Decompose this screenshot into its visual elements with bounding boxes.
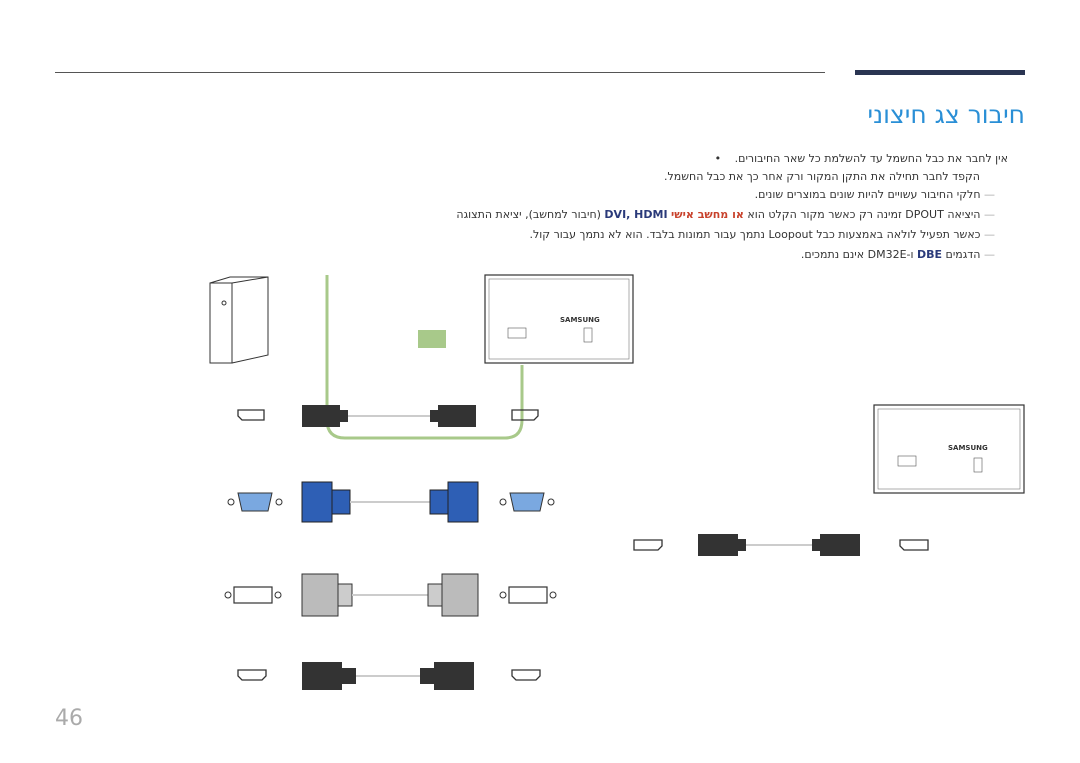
- bullet-text-1: אין לחבר את כבל החשמל עד להשלמת כל שאר ה…: [734, 152, 1008, 165]
- hdmi-port-icon: [237, 669, 267, 681]
- vga-plug-icon: [301, 481, 333, 523]
- vga-port-icon: [237, 492, 273, 512]
- displayport-row: [237, 405, 539, 427]
- note-2-text-a: היציאה DPOUT זמינה רק כאשר מקור הקלט הוא: [747, 208, 981, 221]
- note-2-text-b: או מחשב אישי: [671, 208, 744, 221]
- note-dash: —: [984, 248, 995, 261]
- header-accent-bar: [855, 70, 1025, 75]
- displayport-plug-icon: [820, 534, 860, 556]
- dvi-plug-icon: [441, 573, 479, 617]
- displayport-port-icon: [899, 539, 929, 551]
- displayport-port-icon: [511, 409, 539, 421]
- page-number: 46: [55, 706, 83, 731]
- note-4-text-c: ו-DM32E אינם נתמכים.: [800, 248, 914, 261]
- note-2: — היציאה DPOUT זמינה רק כאשר מקור הקלט ה…: [456, 208, 995, 221]
- monitor-back-icon: SAMSUNG: [484, 274, 634, 364]
- vga-row: [227, 481, 555, 523]
- bullet-dot: •: [714, 152, 722, 165]
- vga-plug-icon: [447, 481, 479, 523]
- displayport-plug-icon: [698, 534, 738, 556]
- hdmi-plug-icon: [434, 662, 474, 690]
- note-dash: —: [984, 208, 995, 221]
- monitor-brand-2: SAMSUNG: [948, 444, 988, 452]
- note-4-text-b: DBE: [917, 248, 943, 261]
- note-dash: —: [984, 228, 995, 241]
- hdmi-port-icon: [511, 669, 541, 681]
- bullet-text-2: הקפד לחבר תחילה את התקן המקור ורק אחר כך…: [664, 170, 980, 183]
- monitor-back-icon-2: SAMSUNG: [873, 404, 1025, 494]
- note-dash: —: [984, 188, 995, 201]
- displayport-port-icon: [633, 539, 663, 551]
- dvi-port-icon: [508, 586, 548, 604]
- note-4: — הדגמים DBE ו-DM32E אינם נתמכים.: [801, 248, 995, 261]
- displayport-loopout-row: [633, 534, 929, 556]
- vga-port-icon: [509, 492, 545, 512]
- bullet-item: אין לחבר את כבל החשמל עד להשלמת כל שאר ה…: [715, 152, 1008, 165]
- note-1-text: חלקי החיבור עשויים להיות שונים במוצרים ש…: [754, 188, 981, 201]
- monitor-brand-1: SAMSUNG: [560, 316, 600, 324]
- green-cable: [325, 275, 524, 440]
- note-3: — כאשר תפעיל לולאה באמצעות כבל Loopout נ…: [530, 228, 995, 241]
- displayport-port-icon: [237, 409, 265, 421]
- dvi-port-icon: [233, 586, 273, 604]
- note-4-text-a: הדגמים: [945, 248, 981, 261]
- displayport-plug-icon: [302, 405, 340, 427]
- hdmi-row: [237, 662, 541, 690]
- header-divider: [55, 72, 825, 73]
- note-2-text-d: (חיבור למחשב), יציאת התצוגה: [456, 208, 601, 221]
- note-2-text-c: DVI, HDMI: [604, 208, 668, 221]
- dvi-row: [224, 573, 557, 617]
- page-title: חיבור צג חיצוני: [867, 100, 1026, 129]
- green-connector-block: [418, 330, 446, 348]
- pc-tower-icon: [209, 276, 269, 364]
- note-3-text-b: Loopout נתמך עבור תמונות בלבד. הוא לא נת…: [529, 228, 813, 241]
- note-3-text-a: כאשר תפעיל לולאה באמצעות כבל: [816, 228, 981, 241]
- hdmi-plug-icon: [302, 662, 342, 690]
- note-1: — חלקי החיבור עשויים להיות שונים במוצרים…: [755, 188, 995, 201]
- dvi-plug-icon: [301, 573, 339, 617]
- displayport-plug-icon: [438, 405, 476, 427]
